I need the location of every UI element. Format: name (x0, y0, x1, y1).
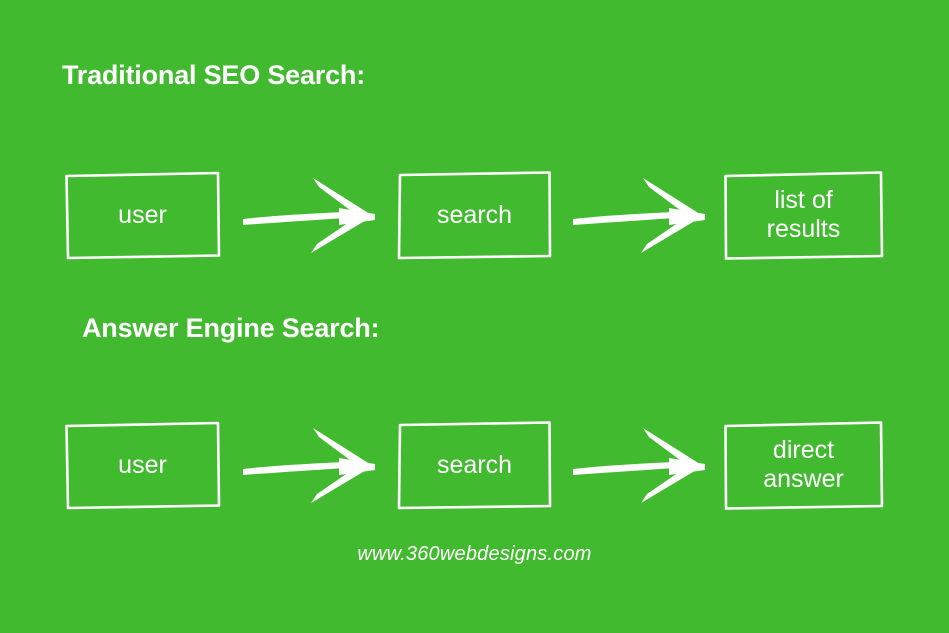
node-label: search (436, 200, 513, 229)
arrow-right-icon (243, 428, 375, 503)
node-box-output-answer: direct answer (723, 420, 884, 510)
node-box-search-traditional: search (397, 170, 552, 260)
footer-website-url: www.360webdesigns.com (357, 543, 592, 565)
section-heading-traditional: Traditional SEO Search: (62, 60, 365, 90)
node-label: list of results (766, 186, 841, 243)
arrow-right-icon (573, 428, 705, 503)
arrow-right-icon (243, 178, 375, 253)
flow-row-traditional: user search list of results (0, 165, 949, 275)
flow-row-answer-engine: user search direct answer (0, 415, 949, 525)
node-box-user-traditional: user (64, 170, 221, 260)
node-label: direct answer (763, 436, 844, 493)
node-label: user (118, 450, 167, 479)
node-box-search-answer: search (397, 420, 552, 510)
node-label: search (436, 450, 513, 479)
node-box-user-answer: user (64, 420, 221, 510)
section-heading-answer-engine: Answer Engine Search: (82, 313, 380, 343)
node-box-output-traditional: list of results (723, 170, 884, 260)
arrow-right-icon (573, 178, 705, 253)
node-label: user (118, 200, 167, 229)
